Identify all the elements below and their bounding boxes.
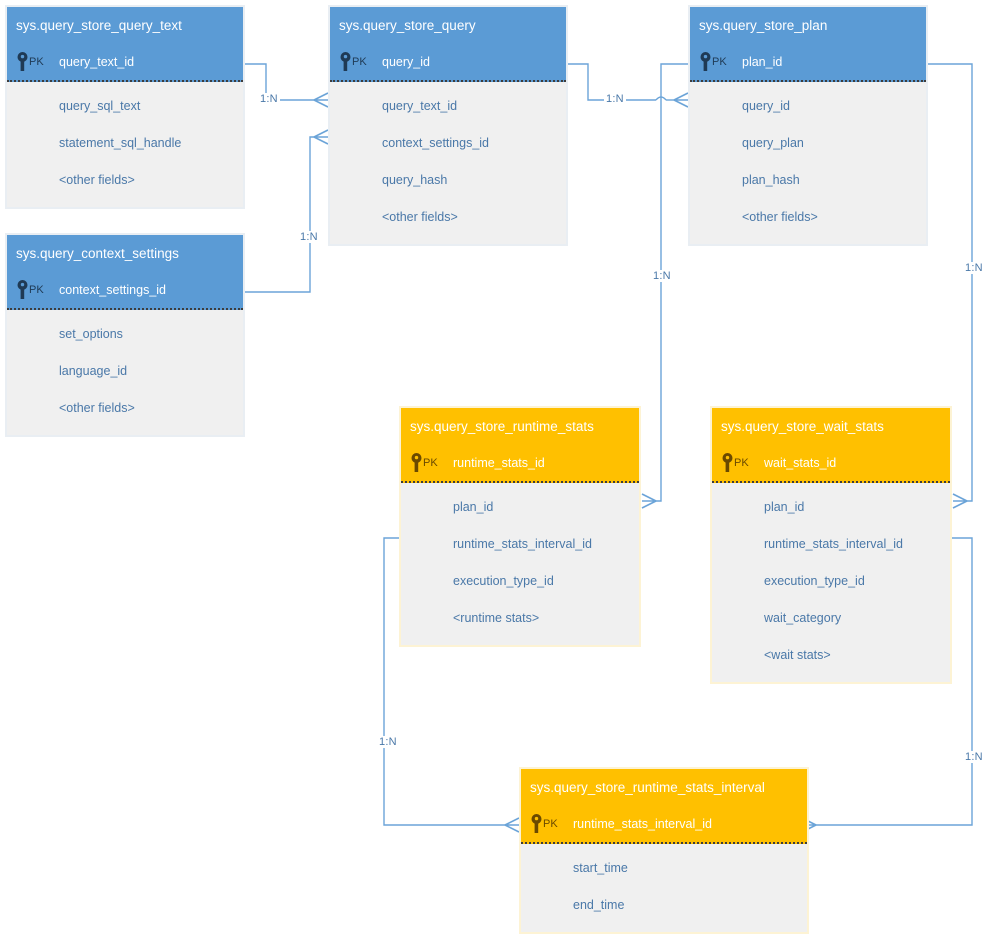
primary-key-icon	[17, 280, 28, 300]
entity-inner-query_text: sys.query_store_query_text PK query_text…	[7, 7, 243, 207]
field-context_settings-2: <other fields>	[59, 401, 135, 415]
primary-key-icon	[411, 453, 422, 473]
entity-body-query_text: query_sql_text statement_sql_handle <other…	[7, 82, 243, 207]
field-query-2: query_hash	[382, 173, 448, 187]
primary-key-icon	[722, 453, 733, 472]
entity-body-wait_stats: plan_id runtime_stats_interval_id executio…	[712, 483, 950, 682]
connector-context-to-query	[245, 129, 329, 293]
field-query-3: <other fields>	[382, 210, 458, 224]
entity-inner-runtime_stats: sys.query_store_runtime_stats PK runtime…	[401, 408, 639, 645]
entity-pk-row-runtime_stats: PK runtime_stats_id	[401, 445, 639, 483]
entity-inner-plan: sys.query_store_plan PK plan_id query_id…	[690, 7, 926, 244]
field-runtime_stats-2: execution_type_id	[453, 574, 554, 588]
primary-key-icon	[411, 453, 422, 472]
entity-table-wait_stats[interactable]: sys.query_store_wait_stats PK wait_stats…	[710, 406, 952, 684]
entity-title-wait_stats: sys.query_store_wait_stats	[712, 408, 950, 445]
pk-tag-query: PK	[352, 56, 367, 68]
pk-tag-interval: PK	[543, 818, 558, 830]
field-runtime_stats-3: <runtime stats>	[453, 611, 540, 625]
entity-pk-row-wait_stats: PK wait_stats_id	[712, 445, 950, 483]
field-context_settings-0: set_options	[59, 327, 123, 341]
entity-inner-context_settings: sys.query_context_settings PK context_se…	[7, 235, 243, 435]
field-query_text-0: query_sql_text	[59, 99, 141, 113]
cardinality-label-interval-to-wait: 1:N	[963, 751, 983, 763]
entity-title-context_settings: sys.query_context_settings	[7, 235, 243, 272]
entity-body-interval: start_time end_time	[521, 844, 807, 932]
pk-field-runtime_stats: runtime_stats_id	[453, 456, 545, 470]
pk-field-interval: runtime_stats_interval_id	[573, 817, 712, 831]
primary-key-icon	[17, 52, 28, 71]
field-wait_stats-3: wait_category	[764, 611, 842, 625]
cardinality-label-plan-to-runtime: 1:N	[651, 270, 673, 282]
field-wait_stats-2: execution_type_id	[764, 574, 865, 588]
entity-body-runtime_stats: plan_id runtime_stats_interval_id executio…	[401, 483, 639, 645]
pk-tag-query_text: PK	[29, 56, 44, 68]
pk-tag-context_settings: PK	[29, 284, 44, 296]
pk-tag-plan: PK	[712, 56, 727, 68]
entity-pk-row-interval: PK runtime_stats_interval_id	[521, 806, 807, 844]
entity-pk-row-plan: PK plan_id	[690, 44, 926, 82]
field-query-1: context_settings_id	[382, 136, 490, 150]
entity-pk-row-query_text: PK query_text_id	[7, 44, 243, 82]
cardinality-label-plan-to-wait: 1:N	[963, 262, 983, 274]
pk-field-query_text: query_text_id	[59, 55, 135, 69]
field-query_text-2: <other fields>	[59, 173, 135, 187]
field-plan-3: <other fields>	[742, 210, 818, 224]
field-query_text-1: statement_sql_handle	[59, 136, 182, 150]
cardinality-label-query-to-plan: 1:N	[604, 93, 626, 105]
field-wait_stats-4: <wait stats>	[764, 648, 831, 662]
entity-body-plan: query_id query_plan plan_hash <other fields…	[690, 82, 926, 244]
entity-table-context_settings[interactable]: sys.query_context_settings PK context_se…	[5, 233, 245, 437]
primary-key-icon	[17, 52, 28, 72]
entity-title-plan: sys.query_store_plan	[690, 7, 926, 44]
field-plan-1: query_plan	[742, 136, 804, 150]
entity-title-query_text: sys.query_store_query_text	[7, 7, 243, 44]
field-plan-0: query_id	[742, 99, 790, 113]
cardinality-label-context-to-query: 1:N	[298, 231, 320, 243]
entity-table-query_text[interactable]: sys.query_store_query_text PK query_text…	[5, 5, 245, 209]
primary-key-icon	[531, 814, 542, 833]
entity-inner-interval: sys.query_store_runtime_stats_interval P…	[521, 769, 807, 932]
field-context_settings-1: language_id	[59, 364, 128, 378]
field-wait_stats-1: runtime_stats_interval_id	[764, 537, 903, 551]
connector-plan-to-runtime	[641, 63, 688, 509]
field-plan-2: plan_hash	[742, 173, 800, 187]
pk-field-query: query_id	[382, 55, 430, 69]
field-query-0: query_text_id	[382, 99, 458, 113]
pk-field-wait_stats: wait_stats_id	[764, 456, 837, 470]
entity-inner-wait_stats: sys.query_store_wait_stats PK wait_stats…	[712, 408, 950, 682]
primary-key-icon	[722, 453, 733, 473]
entity-inner-query: sys.query_store_query PK query_id query_…	[330, 7, 566, 244]
entity-body-context_settings: set_options language_id <other fields>	[7, 310, 243, 435]
pk-field-plan: plan_id	[742, 55, 783, 69]
primary-key-icon	[531, 814, 542, 834]
entity-table-runtime_stats[interactable]: sys.query_store_runtime_stats PK runtime…	[399, 406, 641, 647]
entity-title-interval: sys.query_store_runtime_stats_interval	[521, 769, 807, 806]
field-interval-1: end_time	[573, 898, 625, 912]
primary-key-icon	[17, 280, 28, 299]
primary-key-icon	[340, 52, 351, 71]
field-runtime_stats-0: plan_id	[453, 500, 494, 514]
primary-key-icon	[340, 52, 351, 72]
primary-key-icon	[700, 52, 711, 72]
cardinality-label-text-to-query: 1:N	[258, 93, 280, 105]
field-wait_stats-0: plan_id	[764, 500, 805, 514]
entity-title-runtime_stats: sys.query_store_runtime_stats	[401, 408, 639, 445]
entity-table-query[interactable]: sys.query_store_query PK query_id query_…	[328, 5, 568, 246]
pk-tag-wait_stats: PK	[734, 457, 749, 469]
pk-field-context_settings: context_settings_id	[59, 283, 167, 297]
entity-body-query: query_text_id context_settings_id query_ha…	[330, 82, 566, 244]
entity-table-plan[interactable]: sys.query_store_plan PK plan_id query_id…	[688, 5, 928, 246]
cardinality-label-interval-to-runtime: 1:N	[377, 736, 399, 748]
entity-pk-row-context_settings: PK context_settings_id	[7, 272, 243, 310]
entity-pk-row-query: PK query_id	[330, 44, 566, 82]
connector-query-to-plan	[568, 63, 689, 108]
pk-tag-runtime_stats: PK	[423, 457, 438, 469]
primary-key-icon	[700, 52, 711, 71]
field-interval-0: start_time	[573, 861, 628, 875]
entity-table-interval[interactable]: sys.query_store_runtime_stats_interval P…	[519, 767, 809, 934]
entity-title-query: sys.query_store_query	[330, 7, 566, 44]
field-runtime_stats-1: runtime_stats_interval_id	[453, 537, 592, 551]
